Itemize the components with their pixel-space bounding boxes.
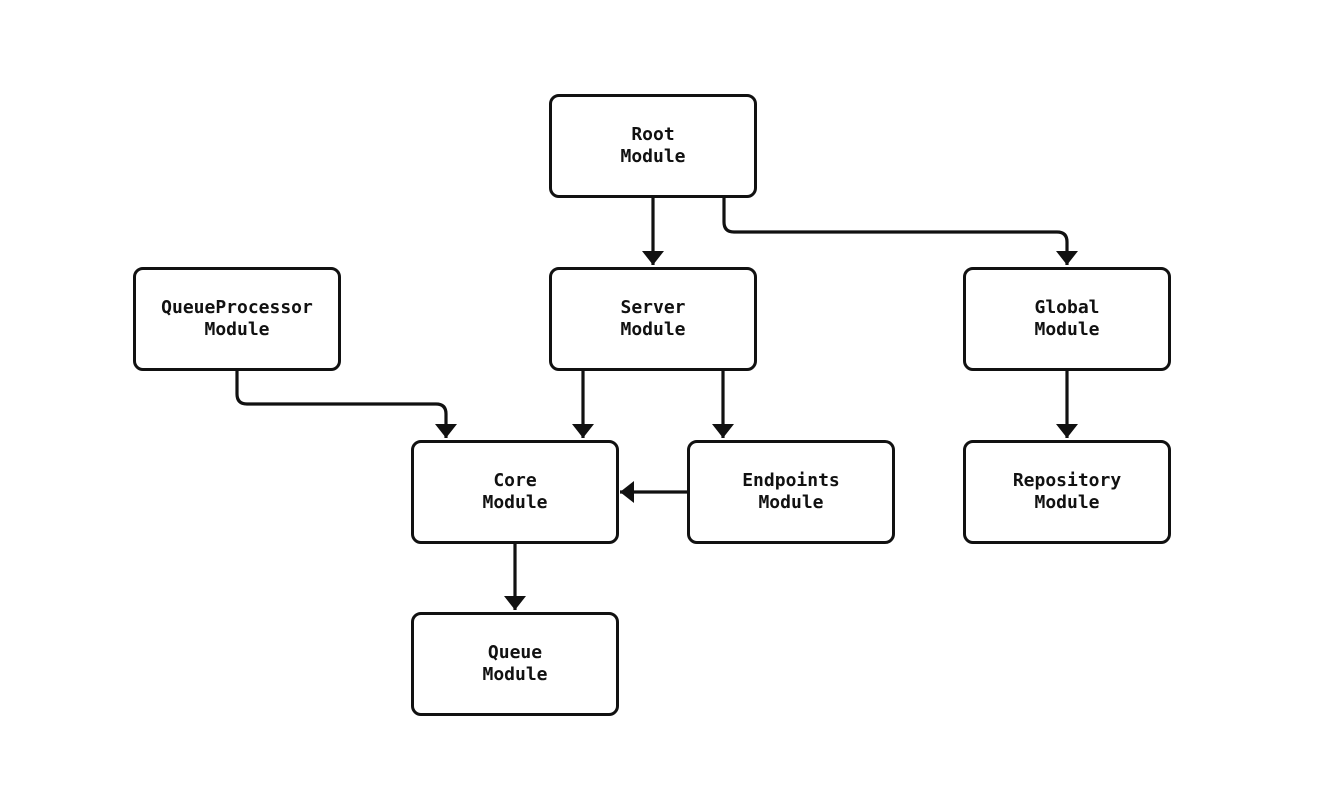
edge-queueprocessor-to-core — [235, 371, 457, 438]
node-label-line: Module — [1034, 492, 1100, 513]
node-label-line: Module — [482, 664, 548, 685]
node-label-line: Global — [1034, 297, 1100, 318]
node-label-line: QueueProcessor — [161, 297, 313, 318]
node-label-line: Module — [758, 492, 824, 513]
edge-root-to-global — [722, 198, 1078, 265]
node-label-line: Module — [620, 146, 686, 167]
node-label-line: Server — [620, 297, 686, 318]
node-label-line: Endpoints — [742, 470, 840, 491]
node-label-line: Module — [204, 319, 270, 340]
node-label-line: Root — [631, 124, 675, 145]
node-label-line: Queue — [487, 642, 543, 663]
node-label-line: Core — [493, 470, 537, 491]
node-label-line: Module — [620, 319, 686, 340]
node-label-line: Repository — [1012, 470, 1122, 491]
node-label-line: Module — [482, 492, 548, 513]
node-label-line: Module — [1034, 319, 1100, 340]
